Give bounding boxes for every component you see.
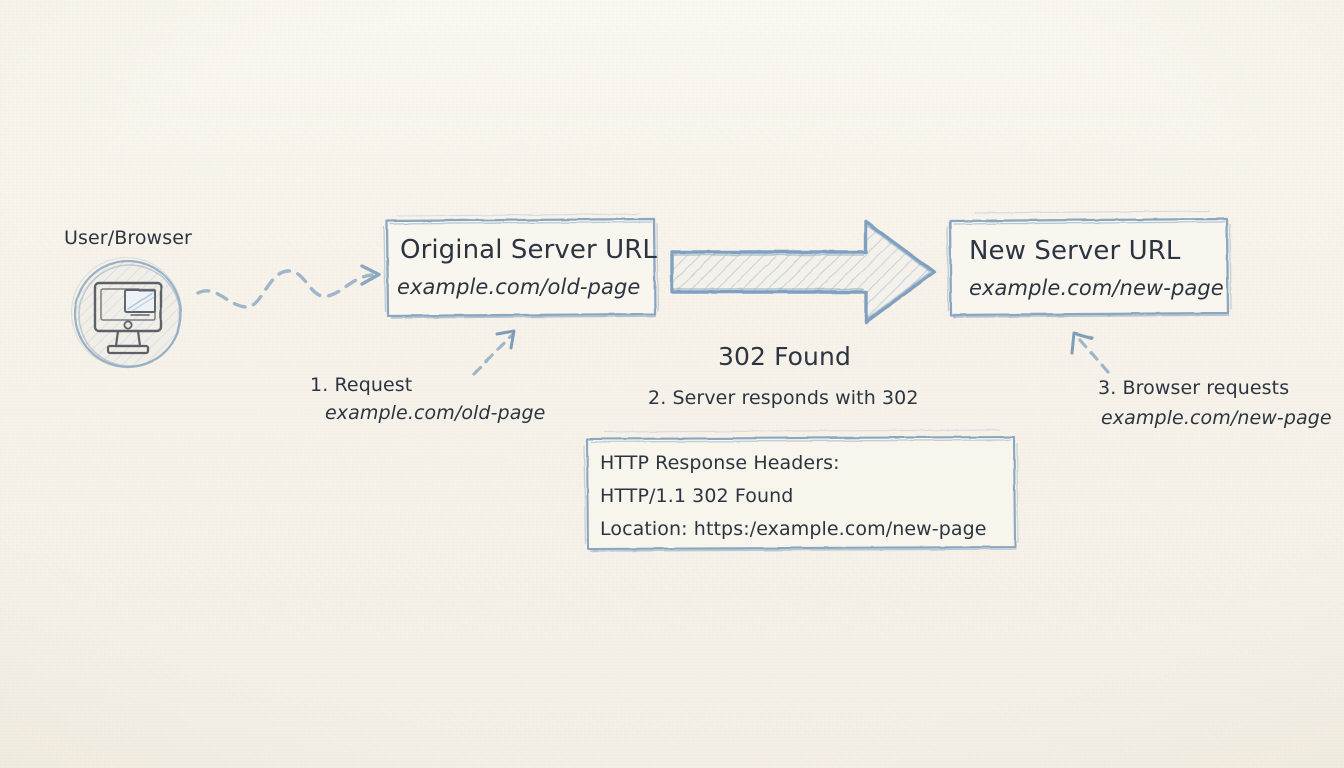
headers-line-2: HTTP/1.1 302 Found — [600, 485, 794, 507]
user-browser-label: User/Browser — [64, 227, 192, 249]
http-headers-box[interactable] — [583, 429, 1019, 552]
node-box-new-server[interactable] — [946, 210, 1232, 318]
redirect-big-arrow — [670, 220, 936, 324]
original-server-url: example.com/old-page — [397, 275, 641, 299]
status-302-found-label: 302 Found — [718, 342, 851, 371]
step-2-line-1: 2. Server responds with 302 — [648, 387, 919, 409]
headers-line-3: Location: https:/example.com/new-page — [600, 518, 987, 540]
new-server-title: New Server URL — [969, 236, 1181, 266]
step-3-line-2: example.com/new-page — [1101, 407, 1332, 429]
step-1-line-2: example.com/old-page — [325, 402, 546, 424]
monitor-icon — [93, 281, 163, 355]
step-3-line-1: 3. Browser requests — [1098, 377, 1290, 399]
step1-pointer-arrow — [472, 329, 516, 376]
headers-line-1: HTTP Response Headers: — [600, 452, 840, 474]
new-server-url: example.com/new-page — [969, 276, 1224, 300]
node-box-original-server[interactable] — [383, 213, 659, 319]
request-flow-arrow — [196, 264, 381, 309]
original-server-title: Original Server URL — [400, 235, 658, 265]
user-browser-avatar — [70, 256, 183, 369]
step3-pointer-arrow — [1070, 331, 1110, 374]
step-1-line-1: 1. Request — [310, 374, 413, 396]
